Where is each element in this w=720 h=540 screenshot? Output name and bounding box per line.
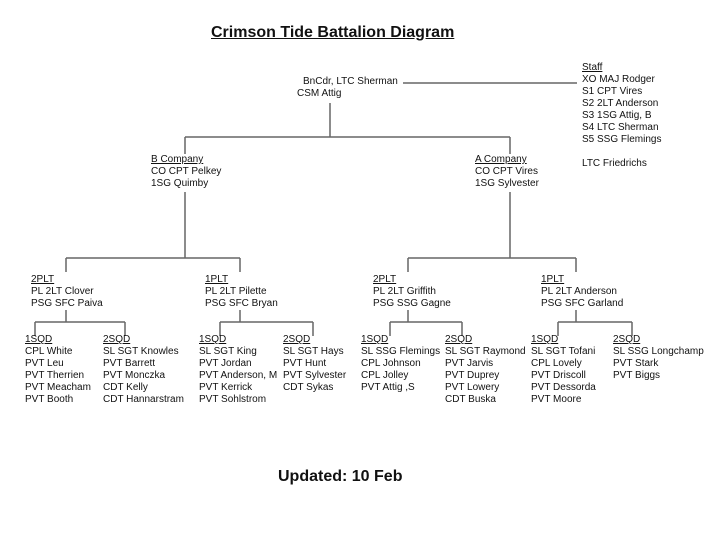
member-name: CDT Hannarstram [103,394,184,405]
member-name: CDT Sykas [283,382,334,393]
staff-block: Staff XO MAJ Rodger S1 CPT Vires S2 2LT … [582,62,661,170]
unit-heading: B Company [151,154,204,165]
unit-heading: 1SQD [531,334,559,345]
member-name: PL 2LT Griffith [373,286,436,297]
unit-heading: 1SQD [361,334,389,345]
member-name: PL 2LT Anderson [541,286,617,297]
member-name: SL SGT Tofani [531,346,596,357]
unit-heading: 2PLT [31,274,55,285]
member-name: SL SGT Raymond [445,346,526,357]
bn-csm: CSM Attig [297,88,342,99]
unit-heading: 2SQD [103,334,131,345]
member-name: PVT Driscoll [531,370,586,381]
member-name: CPL Jolley [361,370,409,381]
member-name: PL 2LT Clover [31,286,94,297]
unit-heading: A Company [475,154,527,165]
bn-commander: BnCdr, LTC Sherman [303,76,398,87]
member-name: CDT Buska [445,394,496,405]
member-name: CO CPT Vires [475,166,538,177]
member-name: SL SSG Flemings [361,346,441,357]
unit-heading: 2SQD [283,334,311,345]
member-name: SL SGT Knowles [103,346,179,357]
member-name: PSG SFC Bryan [205,298,278,309]
member-name: 1SG Sylvester [475,178,539,189]
unit-heading: 1SQD [199,334,227,345]
member-name: PSG SSG Gagne [373,298,451,309]
unit-heading: 1PLT [541,274,565,285]
member-name: PVT Jordan [199,358,252,369]
unit-heading: 2SQD [445,334,473,345]
staff-heading: Staff [582,62,603,73]
staff-member: S5 SSG Flemings [582,134,662,145]
unit-heading: 1PLT [205,274,229,285]
member-name: PVT Anderson, M [199,370,278,381]
member-name: 1SG Quimby [151,178,209,189]
member-name: PVT Attig ,S [361,382,415,393]
member-name: PSG SFC Paiva [31,298,103,309]
member-name: SL SSG Longchamp [613,346,704,357]
member-name: PVT Hunt [283,358,327,369]
member-name: CDT Kelly [103,382,148,393]
staff-member: S3 1SG Attig, B [582,110,652,121]
battalion-command: BnCdr, LTC Sherman CSM Attig [297,76,398,100]
unit-heading: 1SQD [25,334,53,345]
staff-member: S1 CPT Vires [582,86,643,97]
member-name: SL SGT Hays [283,346,344,357]
staff-extra: LTC Friedrichs [582,158,647,169]
member-name: PL 2LT Pilette [205,286,267,297]
member-name: PVT Meacham [25,382,91,393]
staff-member: S2 2LT Anderson [582,98,659,109]
member-name: PVT Booth [25,394,74,405]
updated-label: Updated: 10 Feb [278,468,403,485]
member-name: PVT Moore [531,394,582,405]
member-name: PVT Jarvis [445,358,494,369]
member-name: PVT Monczka [103,370,166,381]
member-name: PVT Therrien [25,370,85,381]
page-title: Crimson Tide Battalion Diagram [211,24,455,41]
unit-heading: 2SQD [613,334,641,345]
staff-member: XO MAJ Rodger [582,74,655,85]
member-name: PVT Leu [25,358,64,369]
member-name: PVT Sohlstrom [199,394,267,405]
member-name: PVT Kerrick [199,382,253,393]
staff-member: S4 LTC Sherman [582,122,659,133]
member-name: SL SGT King [199,346,257,357]
member-name: PVT Dessorda [531,382,596,393]
member-name: CPL White [25,346,73,357]
member-name: PVT Stark [613,358,659,369]
member-name: CO CPT Pelkey [151,166,222,177]
unit-heading: 2PLT [373,274,397,285]
member-name: PVT Duprey [445,370,500,381]
member-name: CPL Johnson [361,358,421,369]
member-name: PSG SFC Garland [541,298,624,309]
member-name: PVT Sylvester [283,370,347,381]
member-name: PVT Biggs [613,370,661,381]
member-name: PVT Barrett [103,358,156,369]
member-name: CPL Lovely [531,358,582,369]
member-name: PVT Lowery [445,382,500,393]
